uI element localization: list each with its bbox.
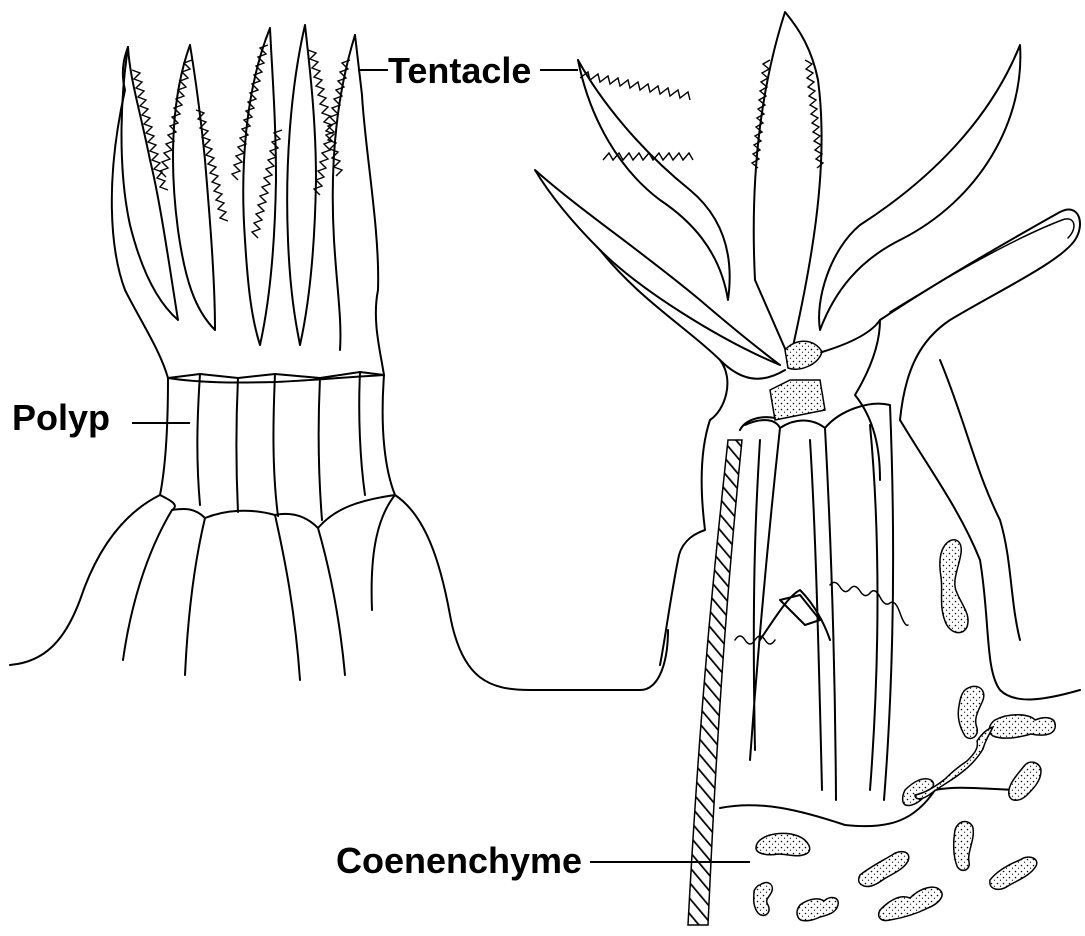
left-polyp-base-ridges [123,375,395,680]
left-tentacle-4 [287,25,316,345]
right-tentacle-right [819,45,1020,330]
sclerite [940,540,968,633]
left-tentacle-5 [333,35,355,350]
sclerite [1009,762,1041,800]
sclerite [879,887,942,920]
left-polyp-column [168,372,384,520]
sclerites [754,540,1056,921]
sclerite [754,883,773,916]
left-polyp-base-outline [10,495,668,690]
right-polyp-outer-column [900,360,1080,699]
sclerite [797,898,838,921]
sclerite [990,857,1037,889]
right-polyp-mouth [785,341,822,369]
left-tentacle-2 [173,45,215,330]
sclerite [756,833,810,855]
label-tentacle: Tentacle [388,50,531,91]
coenenchyme-boundary [720,788,1025,826]
label-coenenchyme: Coenenchyme [336,840,582,881]
sclerite [989,715,1055,738]
label-polyp: Polyp [12,397,110,438]
sclerite [954,822,974,871]
label-tentacle-group: Tentacle [358,50,578,91]
right-tentacle-tube [880,210,1080,420]
label-coenenchyme-group: Coenenchyme [336,840,750,881]
sclerite [859,852,909,887]
sclerite [958,686,984,738]
left-polyp [10,25,668,690]
right-polyp-mesenteries [745,404,893,800]
left-tentacle-1 [122,47,179,320]
right-tentacle-serrations [580,60,823,168]
hatched-strand [688,440,742,925]
right-polyp-pharynx [770,380,825,420]
right-polyp [535,12,1080,925]
left-tentacle-serrations [132,45,350,238]
left-tentacle-3 [243,28,276,345]
label-polyp-group: Polyp [12,397,190,438]
